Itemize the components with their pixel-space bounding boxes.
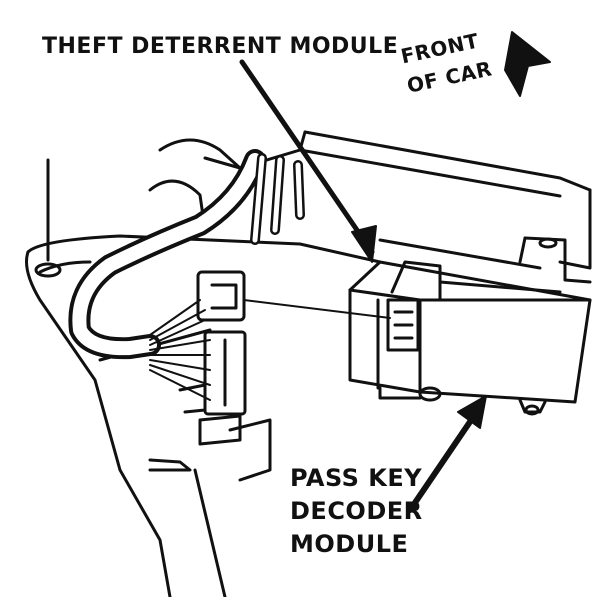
pass-key-arrow	[407, 395, 487, 513]
wiring-harness	[68, 149, 305, 401]
front-of-car-arrow-icon	[504, 31, 551, 97]
connector-guide-line	[243, 299, 391, 319]
harness-connectors	[178, 270, 247, 416]
pass-key-line-1: PASS KEY	[290, 464, 423, 492]
pass-key-decoder-module-label: PASS KEY DECODER MODULE	[290, 462, 423, 561]
pass-key-line-2: DECODER	[290, 497, 423, 525]
theft-deterrent-arrow	[239, 59, 377, 263]
decoder-module	[348, 236, 592, 416]
theft-deterrent-module-label: THEFT DETERRENT MODULE	[42, 34, 399, 59]
pass-key-line-3: MODULE	[290, 530, 409, 558]
